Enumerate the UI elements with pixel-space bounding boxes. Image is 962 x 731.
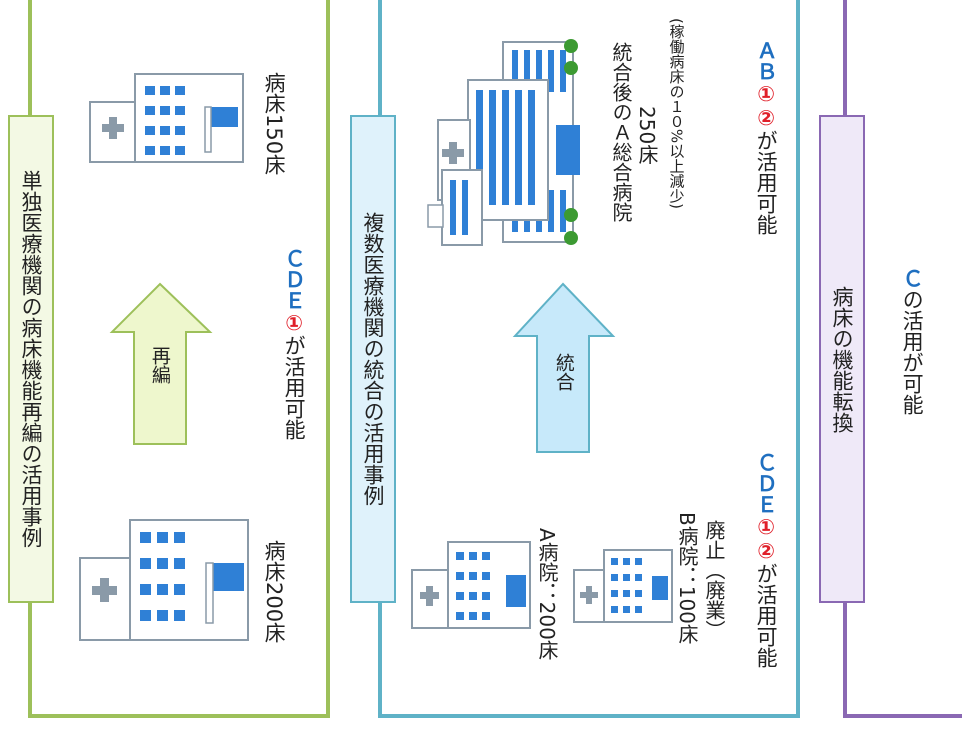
panel1-usage: ＣＤＥ①が活用可能 — [282, 248, 307, 440]
panel2-usage-right-suffix: が活用可能 — [754, 130, 779, 235]
panel3-title: 病床の機能転換 — [830, 285, 854, 433]
panel3-usage-letters: Ｃ — [900, 268, 925, 289]
panel2-usage-left-circled: ①② — [754, 515, 779, 563]
hospital-a-icon — [411, 541, 531, 629]
hospital-b-label: B病院：100床 — [675, 512, 699, 644]
hospital-200-icon — [79, 519, 249, 641]
panel2-usage-left-suffix: が活用可能 — [754, 563, 779, 668]
before-bed-count: 病床200床 — [262, 540, 287, 644]
hospital-150-icon — [89, 73, 244, 163]
merged-hospital-name: 統合後のＡ総合病院 — [609, 42, 633, 222]
panel1-usage-circled: ① — [282, 311, 307, 335]
panel2-usage-right: ＡＢ①②が活用可能 — [754, 40, 779, 235]
hospital-b-icon — [573, 549, 673, 623]
panel2-usage-left-letters: ＣＤＥ — [754, 452, 779, 515]
reorganize-label: 再編 — [148, 346, 171, 384]
panel2-usage-left: ＣＤＥ①②が活用可能 — [754, 452, 779, 668]
hospital-a-label: A病院：200床 — [535, 528, 559, 660]
panel3-usage-suffix: の活用が可能 — [900, 289, 925, 415]
panel3-title-box: 病床の機能転換 — [819, 115, 865, 603]
merged-bed-note: (稼働病床の１０%以上減少) — [667, 18, 686, 209]
integrate-label: 統合 — [552, 353, 575, 391]
merged-bed-count: 250床 — [635, 106, 659, 165]
panel1-usage-suffix: が活用可能 — [282, 335, 307, 440]
panel1-title: 単独医療機関の病床機能再編の活用事例 — [19, 170, 43, 548]
integrate-arrow — [512, 282, 616, 453]
after-bed-count: 病床150床 — [262, 72, 287, 176]
panel1-title-box: 単独医療機関の病床機能再編の活用事例 — [8, 115, 54, 603]
panel2-usage-right-circled: ①② — [754, 82, 779, 130]
panel1-usage-letters: ＣＤＥ — [282, 248, 307, 311]
hospital-b-status: 廃止（廃業） — [702, 520, 726, 640]
merged-hospital-icon — [427, 39, 580, 246]
panel3-usage: Ｃの活用が可能 — [900, 268, 925, 415]
panel2-usage-right-letters: ＡＢ — [754, 40, 779, 82]
reorganize-arrow — [109, 282, 213, 445]
panel2-title-box: 複数医療機関の統合の活用事例 — [350, 115, 396, 603]
panel2-title: 複数医療機関の統合の活用事例 — [361, 212, 385, 506]
